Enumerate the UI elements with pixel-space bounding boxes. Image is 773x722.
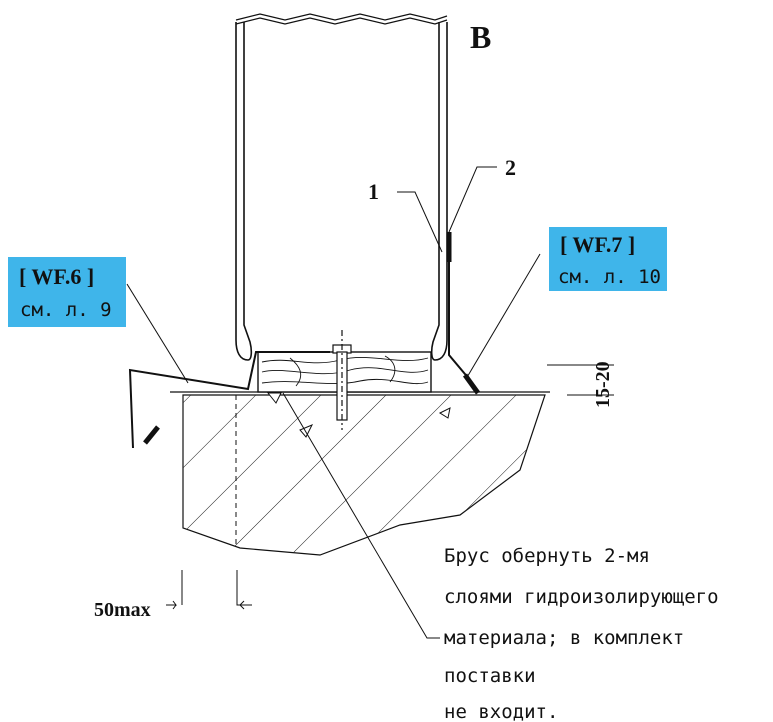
seal-strip [446, 232, 481, 395]
anchor-bolt [332, 330, 352, 430]
drip-flashing [128, 351, 330, 449]
callout-wf7-subtitle: см. л. 10 [558, 266, 661, 288]
callout-wf6-title: [ WF.6 ] [19, 264, 94, 289]
note-line: не входит. [444, 701, 558, 722]
callout-wf6-box [8, 257, 126, 327]
note-line: Брус обернуть 2-мя [444, 545, 650, 567]
item-label-1: 1 [368, 179, 379, 204]
callout-wf7-title: [ WF.7 ] [560, 232, 635, 257]
item-label-2: 2 [505, 155, 516, 180]
concrete-foundation [170, 391, 550, 556]
door-panel [235, 13, 448, 361]
leader-lines [126, 166, 614, 639]
callout-wf7-box [549, 227, 667, 291]
callout-wf6-subtitle: см. л. 9 [20, 299, 112, 321]
note-line: слоями гидроизолирующего [444, 586, 719, 608]
callout-wf6[interactable]: [ WF.6 ] см. л. 9 [8, 257, 126, 327]
note-line: материала; в комплект [444, 627, 684, 649]
dimension-gap: 15-20 [592, 361, 614, 408]
callout-wf7[interactable]: [ WF.7 ] см. л. 10 [549, 227, 667, 291]
detail-letter: B [470, 19, 491, 55]
note-block: Брус обернуть 2-мя слоями гидроизолирующ… [444, 545, 719, 722]
note-line: поставки [444, 665, 536, 687]
dimension-max: 50max [94, 599, 151, 621]
